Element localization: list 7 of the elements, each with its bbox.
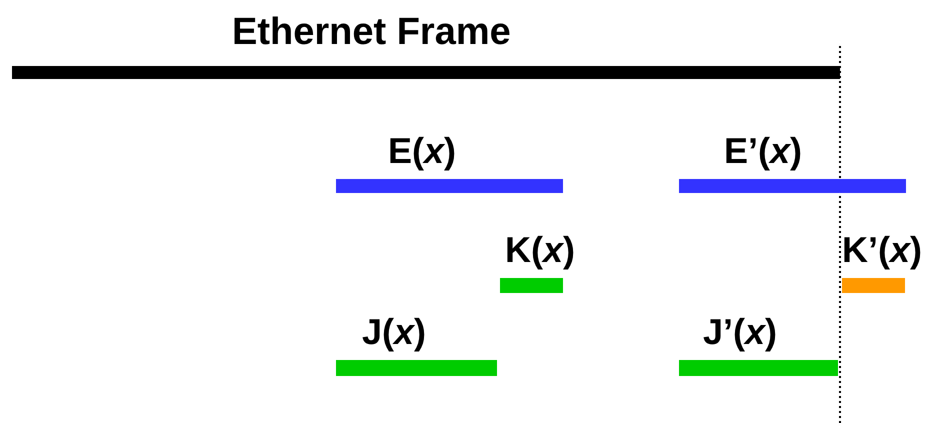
segment-label: J(x) — [362, 312, 426, 352]
segment-label: Ethernet Frame — [232, 10, 511, 54]
segment-label: E’(x) — [724, 131, 802, 171]
segment-label: K’(x) — [842, 230, 922, 270]
segment-label: J’(x) — [703, 312, 778, 352]
segment-label: K(x) — [505, 230, 576, 270]
segment-label: E(x) — [388, 131, 456, 171]
